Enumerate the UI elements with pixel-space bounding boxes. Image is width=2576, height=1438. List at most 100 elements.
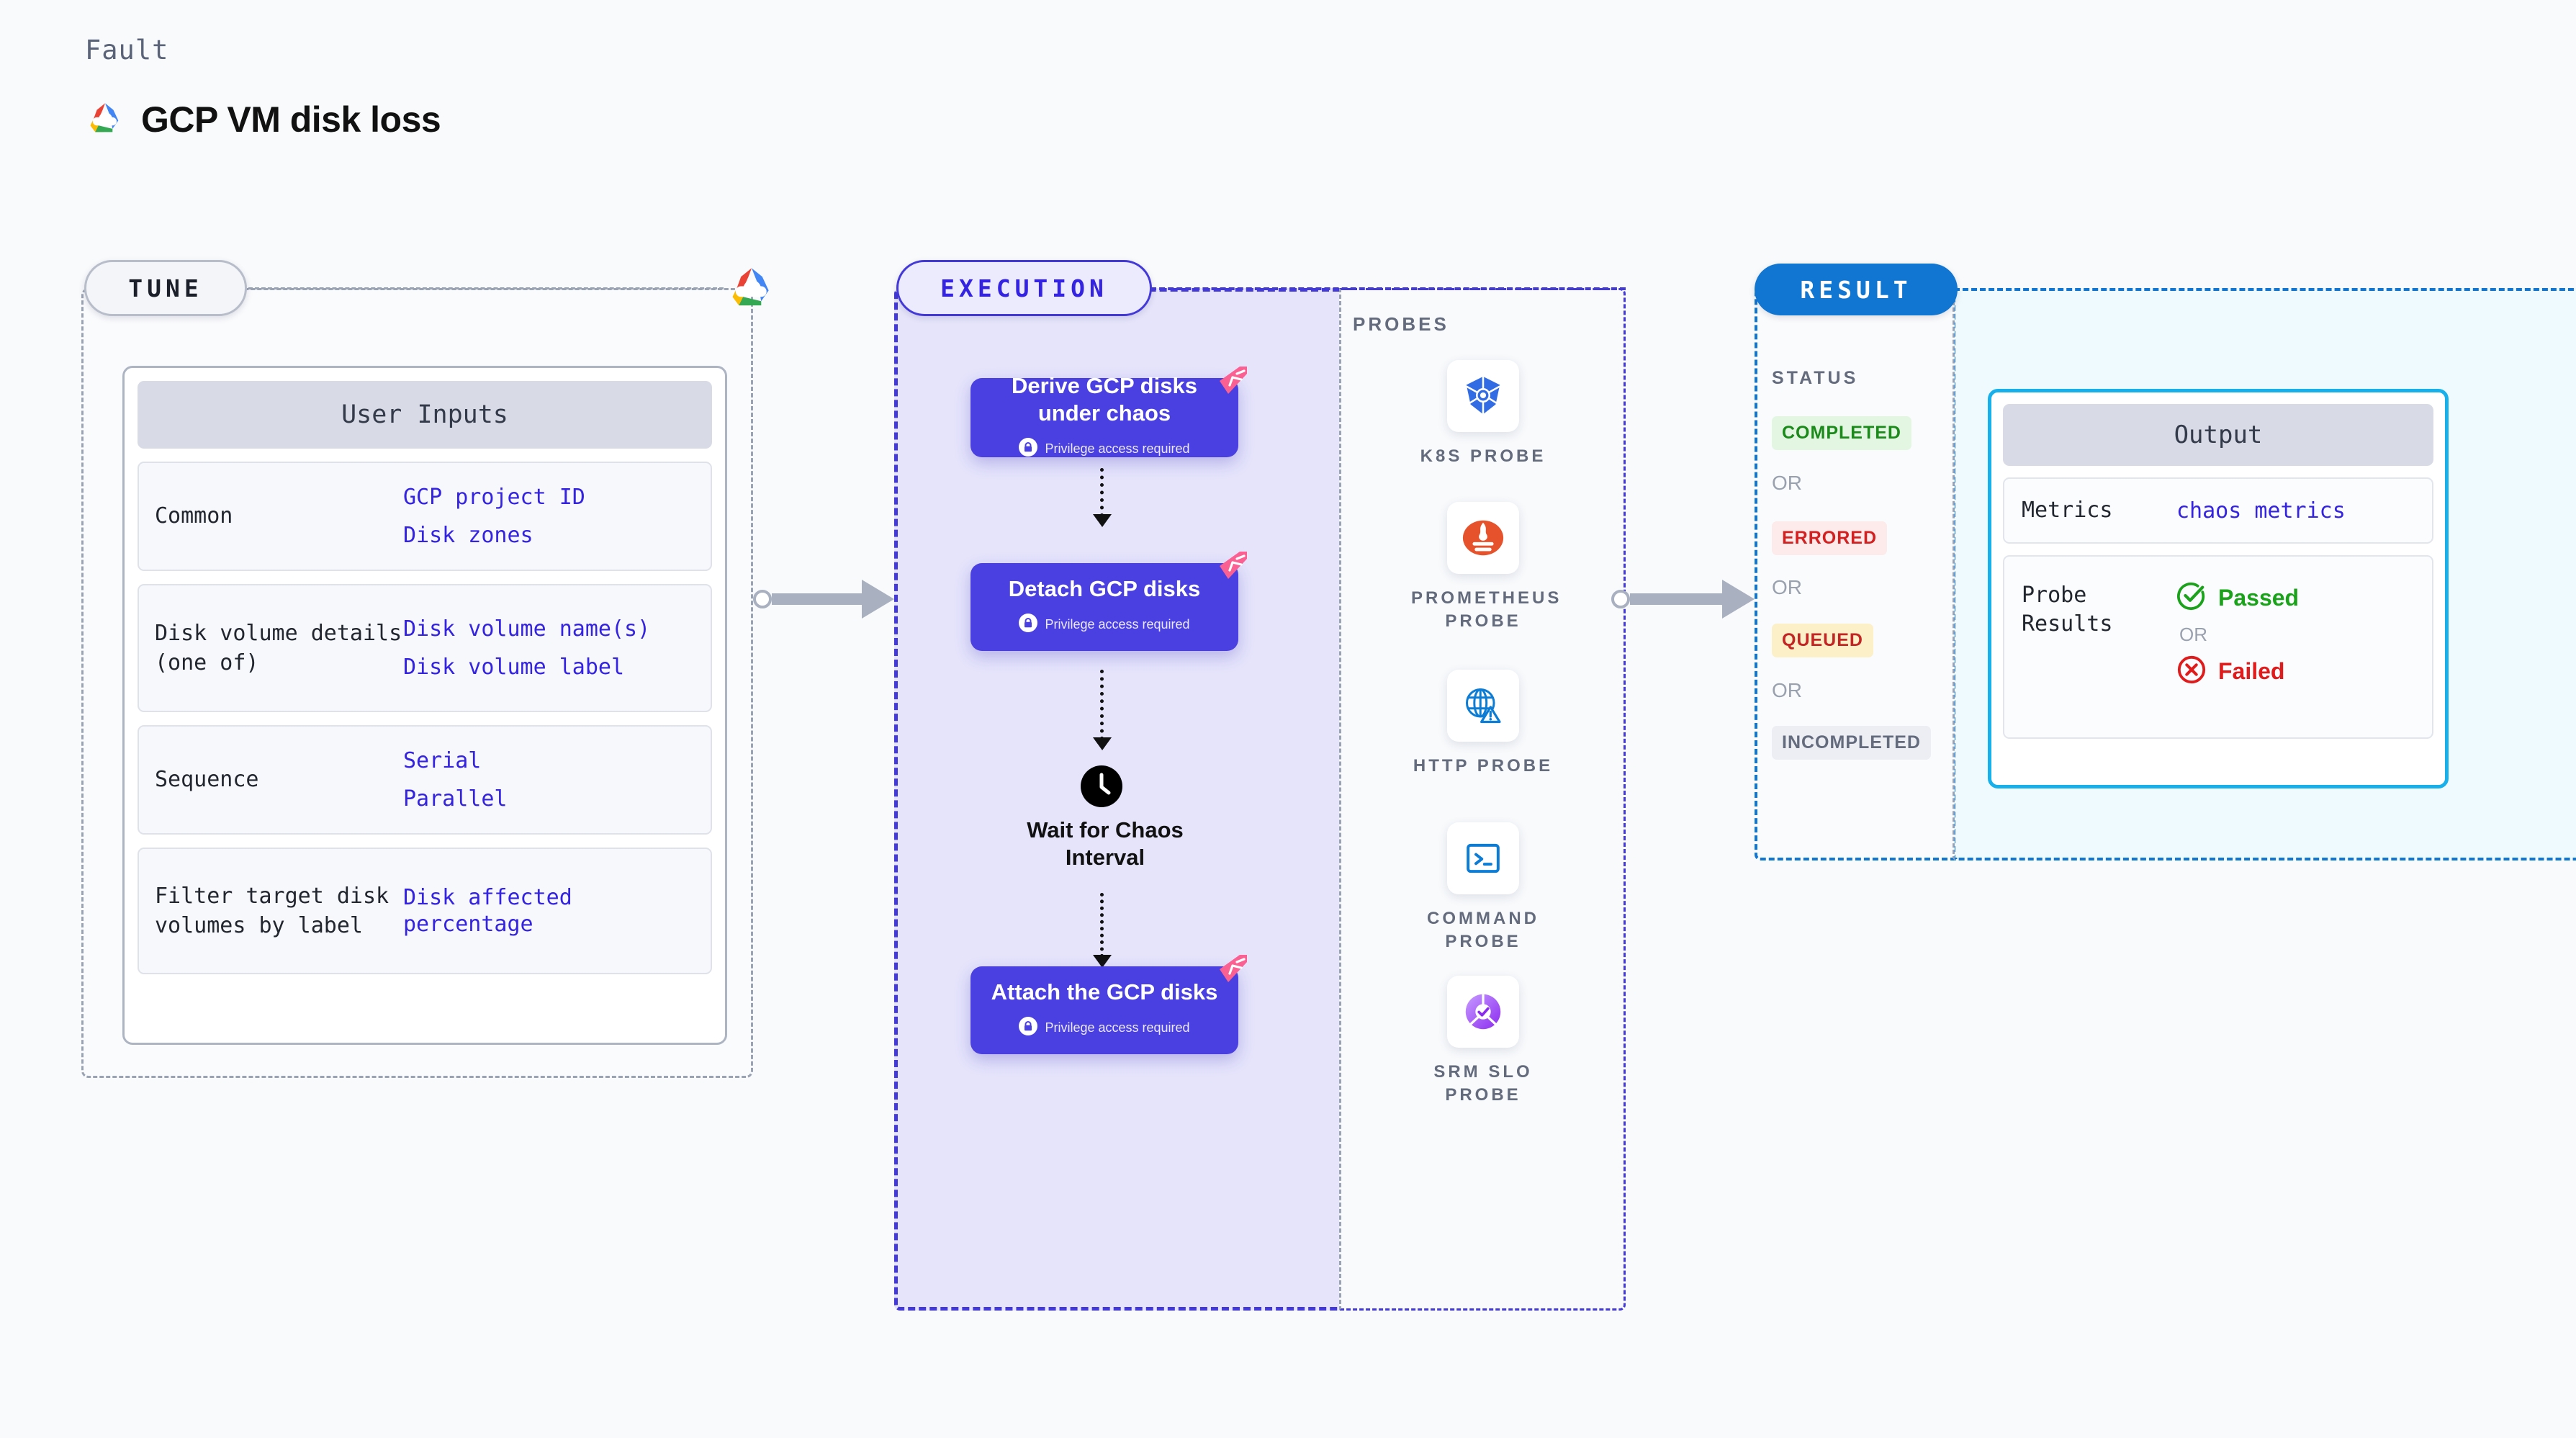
input-row-values: Disk affected percentage	[403, 884, 619, 938]
status-badge-incompleted: INCOMPLETED	[1772, 726, 1931, 760]
execution-panel	[894, 288, 1348, 1311]
input-row-disk-volume-details: Disk volume details (one of) Disk volume…	[138, 584, 712, 712]
input-value[interactable]: Parallel	[403, 786, 508, 812]
gcp-logo-icon	[85, 101, 125, 139]
status-title: STATUS	[1772, 368, 1859, 388]
input-value[interactable]: Serial	[403, 747, 482, 773]
privilege-note: Privilege access required	[1019, 1017, 1190, 1039]
or-label: OR	[1772, 472, 1802, 494]
step-title: Derive GCP disks under chaos	[1012, 372, 1197, 426]
tune-pill-label[interactable]: TUNE	[84, 260, 247, 316]
input-value[interactable]: Disk affected percentage	[403, 884, 572, 938]
privilege-text: Privilege access required	[1045, 441, 1190, 457]
probe-item-http[interactable]: HTTP PROBE	[1411, 670, 1555, 778]
input-row-values: Serial Parallel	[403, 747, 508, 813]
output-row-probe-results: Probe Results Passed OR	[2003, 555, 2433, 739]
execution-step-derive[interactable]: Derive GCP disks under chaos Privilege a…	[970, 367, 1247, 460]
input-row-sequence: Sequence Serial Parallel	[138, 725, 712, 835]
probe-label: SRM SLO PROBE	[1433, 1062, 1533, 1105]
output-row-metrics: Metrics chaos metrics	[2003, 477, 2433, 544]
probe-result-passed: Passed	[2176, 581, 2299, 615]
privilege-text: Privilege access required	[1045, 617, 1190, 632]
privilege-note: Privilege access required	[1019, 438, 1190, 460]
input-row-label: Common	[155, 503, 233, 529]
flow-arrowhead-1	[1093, 514, 1112, 527]
wait-for-chaos-interval-label: Wait for Chaos Interval	[1027, 817, 1184, 870]
execution-pill-label[interactable]: EXECUTION	[896, 260, 1152, 316]
prometheus-icon	[1447, 502, 1519, 574]
check-circle-icon	[2176, 581, 2207, 615]
privilege-note: Privilege access required	[1019, 614, 1190, 636]
input-value[interactable]: GCP project ID	[403, 484, 585, 510]
probe-item-prometheus[interactable]: PROMETHEUS PROBE	[1411, 502, 1562, 634]
connector-bar	[1630, 593, 1722, 605]
probes-panel	[1339, 288, 1626, 1311]
privilege-text: Privilege access required	[1045, 1020, 1190, 1035]
title-row: GCP VM disk loss	[85, 99, 441, 140]
input-row-filter-target: Filter target disk volumes by label Disk…	[138, 848, 712, 974]
status-badge-completed: COMPLETED	[1772, 416, 1911, 450]
input-value[interactable]: Disk zones	[403, 523, 533, 548]
flow-arrow-1	[1100, 468, 1104, 517]
connector-execution-to-result	[1611, 580, 1773, 619]
input-row-label: Disk volume details (one of)	[155, 620, 402, 675]
connector-arrowhead	[1722, 580, 1755, 619]
input-row-label: Sequence	[155, 767, 259, 793]
terminal-icon	[1447, 822, 1519, 894]
input-row-common: Common GCP project ID Disk zones	[138, 462, 712, 571]
output-row-label: Probe Results	[2022, 583, 2113, 637]
input-value[interactable]: Disk volume name(s)	[403, 616, 651, 642]
status-badge-queued: QUEUED	[1772, 624, 1873, 657]
flow-arrow-2	[1100, 670, 1104, 740]
fault-kicker: Fault	[85, 35, 169, 66]
flow-arrow-3	[1100, 893, 1104, 958]
probe-results-values: Passed OR Failed	[2176, 581, 2299, 688]
output-card: Output Metrics chaos metrics Probe Resul…	[1988, 389, 2449, 788]
execution-step-attach[interactable]: Attach the GCP disks Privilege access re…	[970, 955, 1247, 1054]
http-globe-warning-icon	[1447, 670, 1519, 742]
probe-item-srm-slo[interactable]: SRM SLO PROBE	[1411, 976, 1555, 1107]
chaos-flag-icon	[1215, 364, 1253, 401]
probe-label: COMMAND PROBE	[1427, 909, 1539, 952]
or-label: OR	[2179, 624, 2207, 645]
step-title: Attach the GCP disks	[991, 979, 1218, 1005]
connector-bar	[772, 593, 862, 605]
user-inputs-card: User Inputs Common GCP project ID Disk z…	[122, 366, 727, 1045]
connector-arrowhead	[862, 580, 894, 619]
execution-step-detach[interactable]: Detach GCP disks Privilege access requir…	[970, 552, 1247, 651]
probe-item-k8s[interactable]: K8S PROBE	[1411, 360, 1555, 468]
connector-tune-to-execution	[753, 580, 913, 619]
flow-arrowhead-3	[1093, 955, 1112, 968]
lock-icon	[1019, 1017, 1038, 1039]
gcp-logo-icon	[726, 265, 778, 310]
step-title: Detach GCP disks	[1008, 575, 1201, 601]
status-badge-errored: ERRORED	[1772, 521, 1888, 555]
probe-result-failed: Failed	[2176, 655, 2299, 688]
result-pill-label[interactable]: RESULT	[1755, 264, 1958, 315]
tune-top-dashed-line	[248, 287, 724, 289]
input-row-values: GCP project ID Disk zones	[403, 484, 585, 549]
chaos-flag-icon	[1215, 549, 1253, 586]
probe-label: HTTP PROBE	[1413, 756, 1554, 776]
x-circle-icon	[2176, 655, 2207, 688]
passed-label: Passed	[2218, 585, 2300, 611]
kubernetes-icon	[1447, 360, 1519, 432]
probes-title: PROBES	[1353, 313, 1449, 335]
result-status-panel	[1755, 288, 1955, 860]
or-label: OR	[1772, 679, 1802, 701]
input-row-label: Filter target disk volumes by label	[155, 883, 389, 938]
chaos-flag-icon	[1215, 952, 1253, 989]
output-card-title: Output	[2003, 404, 2433, 466]
output-row-label: Metrics	[2022, 498, 2113, 523]
metrics-value[interactable]: chaos metrics	[2176, 498, 2346, 523]
user-inputs-title: User Inputs	[138, 381, 712, 449]
connector-dot	[753, 590, 772, 608]
input-row-values: Disk volume name(s) Disk volume label	[403, 616, 650, 681]
execution-top-dashed-line	[1150, 287, 1626, 290]
srm-slo-icon	[1447, 976, 1519, 1048]
probe-item-command[interactable]: COMMAND PROBE	[1411, 822, 1555, 954]
input-value[interactable]: Disk volume label	[403, 655, 625, 680]
failed-label: Failed	[2218, 658, 2285, 684]
lock-icon	[1019, 438, 1038, 460]
probe-label: PROMETHEUS PROBE	[1411, 588, 1562, 632]
